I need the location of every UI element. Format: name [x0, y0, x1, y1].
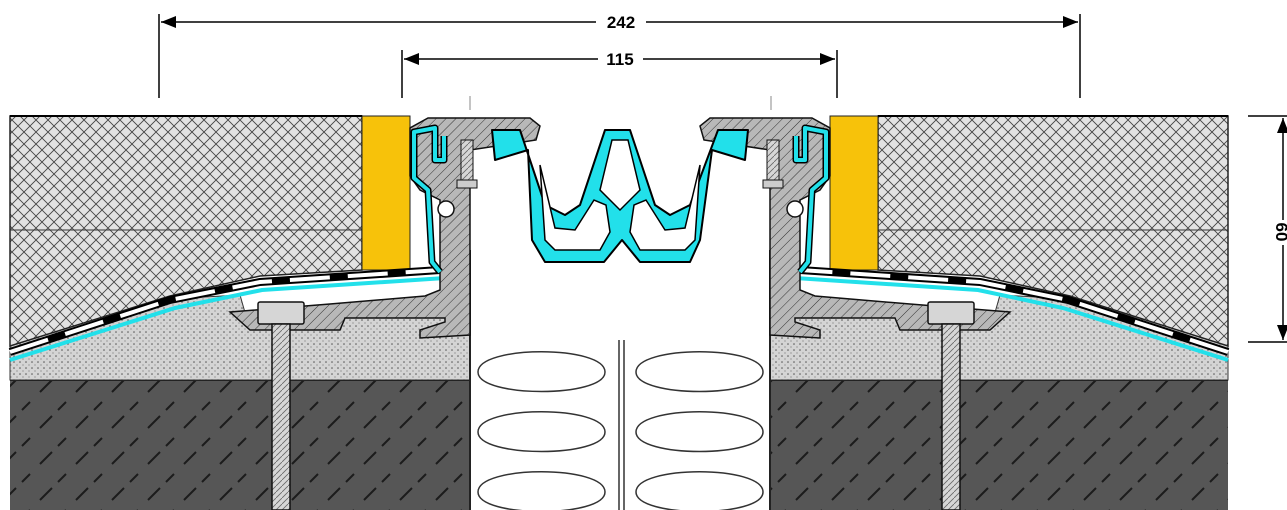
elastomer-seal-insert — [491, 129, 749, 263]
right-membrane-strip — [792, 124, 830, 275]
joint-width-label: 115 — [606, 50, 633, 69]
yellow-filler — [361, 115, 879, 271]
joint-gap-insulation — [469, 250, 771, 510]
left-membrane-strip — [410, 124, 448, 275]
right-anchor-bolt — [927, 301, 975, 510]
dimension-joint-width: 115 — [401, 50, 838, 110]
overall-width-label: 242 — [607, 13, 635, 32]
clamp-screws — [456, 139, 784, 189]
dimension-height: 60 — [1248, 115, 1287, 343]
left-anchor-bolt — [257, 301, 305, 510]
dimension-overall: 242 — [158, 13, 1081, 98]
floor-covering — [9, 115, 1229, 348]
sealing-layers — [8, 266, 1230, 362]
height-label: 60 — [1272, 223, 1287, 242]
